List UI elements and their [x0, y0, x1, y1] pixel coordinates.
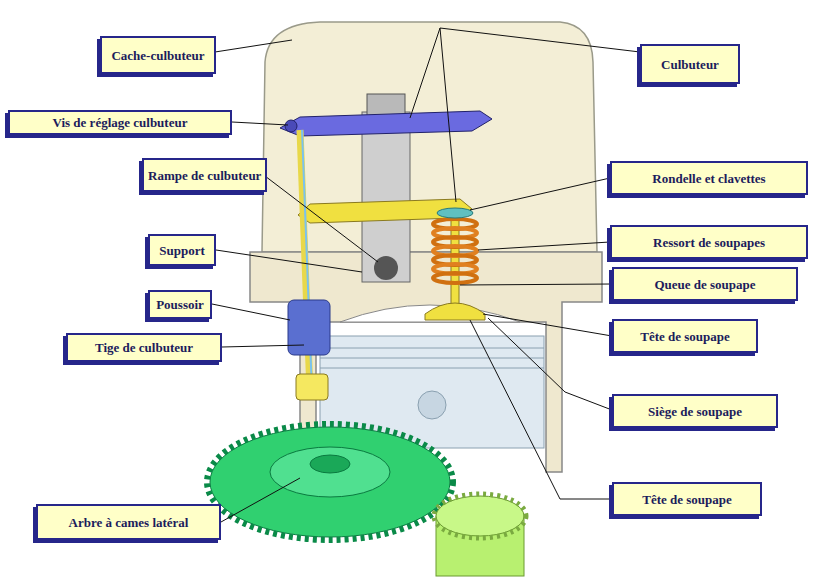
- label-box: Cache-culbuteur: [100, 36, 216, 74]
- label-box: Tige de culbuteur: [66, 333, 222, 362]
- label-box: Arbre à cames latéral: [36, 504, 221, 540]
- part-label: Arbre à cames latéral: [69, 515, 189, 530]
- leader-line: [221, 478, 300, 522]
- leader-line: [460, 284, 612, 285]
- part-label: Tête de soupape: [642, 492, 732, 507]
- part-label: Cache-culbuteur: [111, 48, 204, 63]
- leader-line: [478, 242, 610, 250]
- spring-retainer: [437, 208, 473, 218]
- label-box: Rondelle et clavettes: [610, 161, 808, 195]
- label-box: Vis de réglage culbuteur: [8, 110, 232, 135]
- label-box: Support: [148, 234, 216, 266]
- label-box: Poussoir: [148, 290, 212, 319]
- piston-ring: [320, 368, 544, 369]
- part-label: Tête de soupape: [640, 329, 730, 344]
- label-box: Tête de soupape: [612, 319, 758, 353]
- rocker-cover: [262, 22, 597, 252]
- part-label: Vis de réglage culbuteur: [53, 115, 188, 130]
- cam-follower: [296, 374, 328, 400]
- leader-line: [483, 314, 612, 336]
- leader-line: [265, 176, 378, 262]
- part-label: Ressort de soupapes: [653, 235, 765, 250]
- label-box: Ressort de soupapes: [610, 225, 808, 259]
- leader-line: [216, 250, 362, 272]
- leader-line: [470, 320, 612, 499]
- adjusting-screw: [285, 120, 297, 132]
- label-box: Culbuteur: [640, 44, 740, 84]
- label-box: Rampe de culbuteur: [142, 158, 267, 192]
- label-box: Siège de soupape: [612, 394, 778, 428]
- part-label: Rondelle et clavettes: [652, 171, 765, 186]
- leader-line: [488, 318, 612, 410]
- label-box: Tête de soupape: [612, 482, 762, 516]
- gear-teeth: [434, 494, 526, 538]
- part-label: Support: [159, 243, 205, 258]
- cam-gear: [210, 427, 450, 537]
- rocker-arm: [280, 111, 492, 136]
- leader-line: [232, 122, 288, 125]
- part-label: Tige de culbuteur: [95, 340, 193, 355]
- leader-line: [212, 304, 290, 320]
- part-label: Rampe de culbuteur: [148, 168, 261, 183]
- valve-spring: [433, 273, 477, 283]
- valve-head: [425, 303, 485, 320]
- piston-pin: [418, 391, 446, 419]
- label-box: Queue de soupape: [612, 267, 798, 301]
- tappet: [288, 300, 330, 355]
- part-label: Poussoir: [156, 297, 204, 312]
- gear-hub: [270, 447, 390, 497]
- rocker-shaft-end: [374, 256, 398, 280]
- gear-bore: [310, 455, 350, 473]
- piston-ring: [320, 348, 544, 349]
- leader-line: [440, 28, 456, 202]
- leader-line: [470, 178, 610, 210]
- leader-lines: [212, 28, 640, 522]
- leader-line: [222, 345, 304, 347]
- piston-ring: [320, 358, 544, 359]
- gear-teeth: [207, 424, 453, 540]
- rocker-support: [362, 112, 410, 282]
- leader-line: [215, 40, 292, 52]
- part-label: Culbuteur: [661, 57, 719, 72]
- part-label: Queue de soupape: [654, 277, 755, 292]
- part-label: Siège de soupape: [648, 404, 742, 419]
